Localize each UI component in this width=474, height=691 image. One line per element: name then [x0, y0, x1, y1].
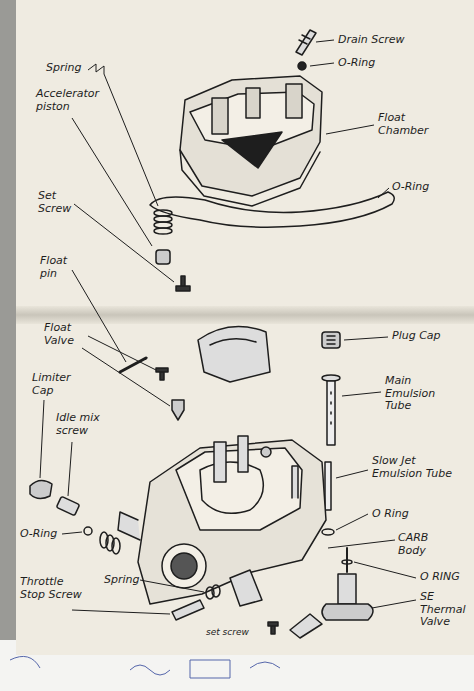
limiter-cap: [30, 480, 52, 498]
part-label: Spring: [104, 574, 154, 587]
carb-throat-bore: [171, 553, 197, 579]
leader-line: [342, 392, 381, 396]
leader-line: [328, 540, 395, 548]
part-label: Drain Screw: [338, 34, 433, 47]
float-well: [200, 462, 263, 513]
slow-jet-emulsion-tube: [325, 462, 331, 510]
leader-line: [72, 270, 126, 362]
carb-flange: [118, 512, 140, 540]
leader-line: [316, 40, 334, 42]
leader-line: [82, 348, 170, 406]
o-ring: [84, 527, 92, 535]
carb-throat: [162, 544, 206, 588]
leader-line: [72, 118, 152, 246]
leader-line: [326, 125, 374, 134]
leader-line: [72, 610, 170, 614]
plug-cap-thread: [327, 336, 335, 344]
page-fold: [16, 306, 474, 324]
float-detail: [210, 339, 256, 345]
part-label: Accelerator piston: [36, 88, 116, 113]
spring-coil: [112, 538, 120, 554]
part-label: O-Ring: [392, 181, 452, 194]
chamber-post: [212, 98, 228, 134]
leader-line: [88, 64, 158, 206]
spring-coil: [212, 585, 220, 597]
chamber-post: [286, 84, 302, 118]
leader-line: [344, 337, 388, 340]
part-label: Main Emulsion Tube: [385, 375, 457, 413]
carb-post: [214, 442, 226, 482]
leader-line: [372, 600, 416, 608]
accelerator-piston: [156, 250, 170, 264]
leader-line: [378, 188, 389, 198]
float-valve-clip: [156, 368, 168, 380]
part-label: set screw: [206, 627, 266, 637]
part-label: Throttle Stop Screw: [20, 576, 82, 601]
part-label: Plug Cap: [392, 330, 464, 343]
leader-line: [68, 442, 72, 496]
spring-coil: [154, 216, 172, 222]
leader-line: [74, 204, 174, 282]
part-label: Set Screw: [38, 190, 88, 215]
leader-line: [354, 562, 416, 578]
part-label: CARB Body: [398, 532, 448, 557]
thermal-valve-body: [338, 574, 356, 604]
part-label: O-Ring: [338, 57, 398, 70]
drain-screw: [296, 30, 316, 55]
chamber-bowl-shadow: [222, 132, 282, 168]
idle-mix-screw: [56, 496, 79, 515]
spring-coil: [154, 222, 172, 228]
part-label: SE Thermal Valve: [420, 591, 470, 629]
spring-coil: [154, 228, 172, 234]
part-label: Slow Jet Emulsion Tube: [372, 455, 468, 480]
leader-line: [140, 580, 204, 592]
chamber-skirt: [180, 150, 320, 206]
float: [198, 327, 270, 382]
part-label: O-Ring: [20, 528, 62, 541]
leader-line: [40, 400, 44, 478]
o-ring: [322, 529, 334, 535]
part-label: Spring: [46, 62, 90, 75]
carb-post: [292, 466, 298, 498]
part-label: Float Valve: [44, 322, 94, 347]
float-valve: [172, 400, 184, 420]
float-chamber: [180, 76, 322, 196]
gasket-o-ring: [150, 192, 394, 227]
part-label: Float pin: [40, 255, 80, 280]
o-ring: [298, 62, 306, 70]
set-screw: [268, 622, 278, 634]
throttle-stop-screw: [172, 600, 204, 620]
drain-screw-thread: [299, 35, 310, 44]
emulsion-holes: [330, 392, 332, 424]
plug-cap: [322, 332, 340, 348]
set-screw: [176, 276, 190, 291]
part-label: O Ring: [372, 508, 422, 521]
leader-line: [62, 532, 82, 534]
bracket-part: [290, 614, 322, 638]
scribble: [10, 656, 280, 678]
throttle-lever: [230, 570, 262, 606]
leader-line: [336, 470, 368, 478]
thermal-valve-base: [322, 604, 373, 620]
main-emulsion-tube-head: [322, 375, 340, 381]
o-ring: [342, 560, 352, 564]
chamber-post: [246, 88, 260, 118]
leader-line: [88, 336, 156, 370]
spring-coil: [154, 210, 172, 216]
part-label: Limiter Cap: [32, 372, 82, 397]
leader-lines: [40, 40, 416, 614]
main-emulsion-tube: [327, 381, 335, 445]
leader-line: [310, 63, 334, 66]
part-label: Idle mix screw: [56, 412, 108, 437]
carb-screw: [261, 447, 271, 457]
carb-post: [238, 436, 248, 472]
sketch-page: [16, 0, 474, 655]
leader-line: [336, 514, 368, 530]
part-label: Float Chamber: [378, 112, 440, 137]
float-pin: [120, 358, 146, 372]
part-label: O RING: [420, 571, 470, 584]
